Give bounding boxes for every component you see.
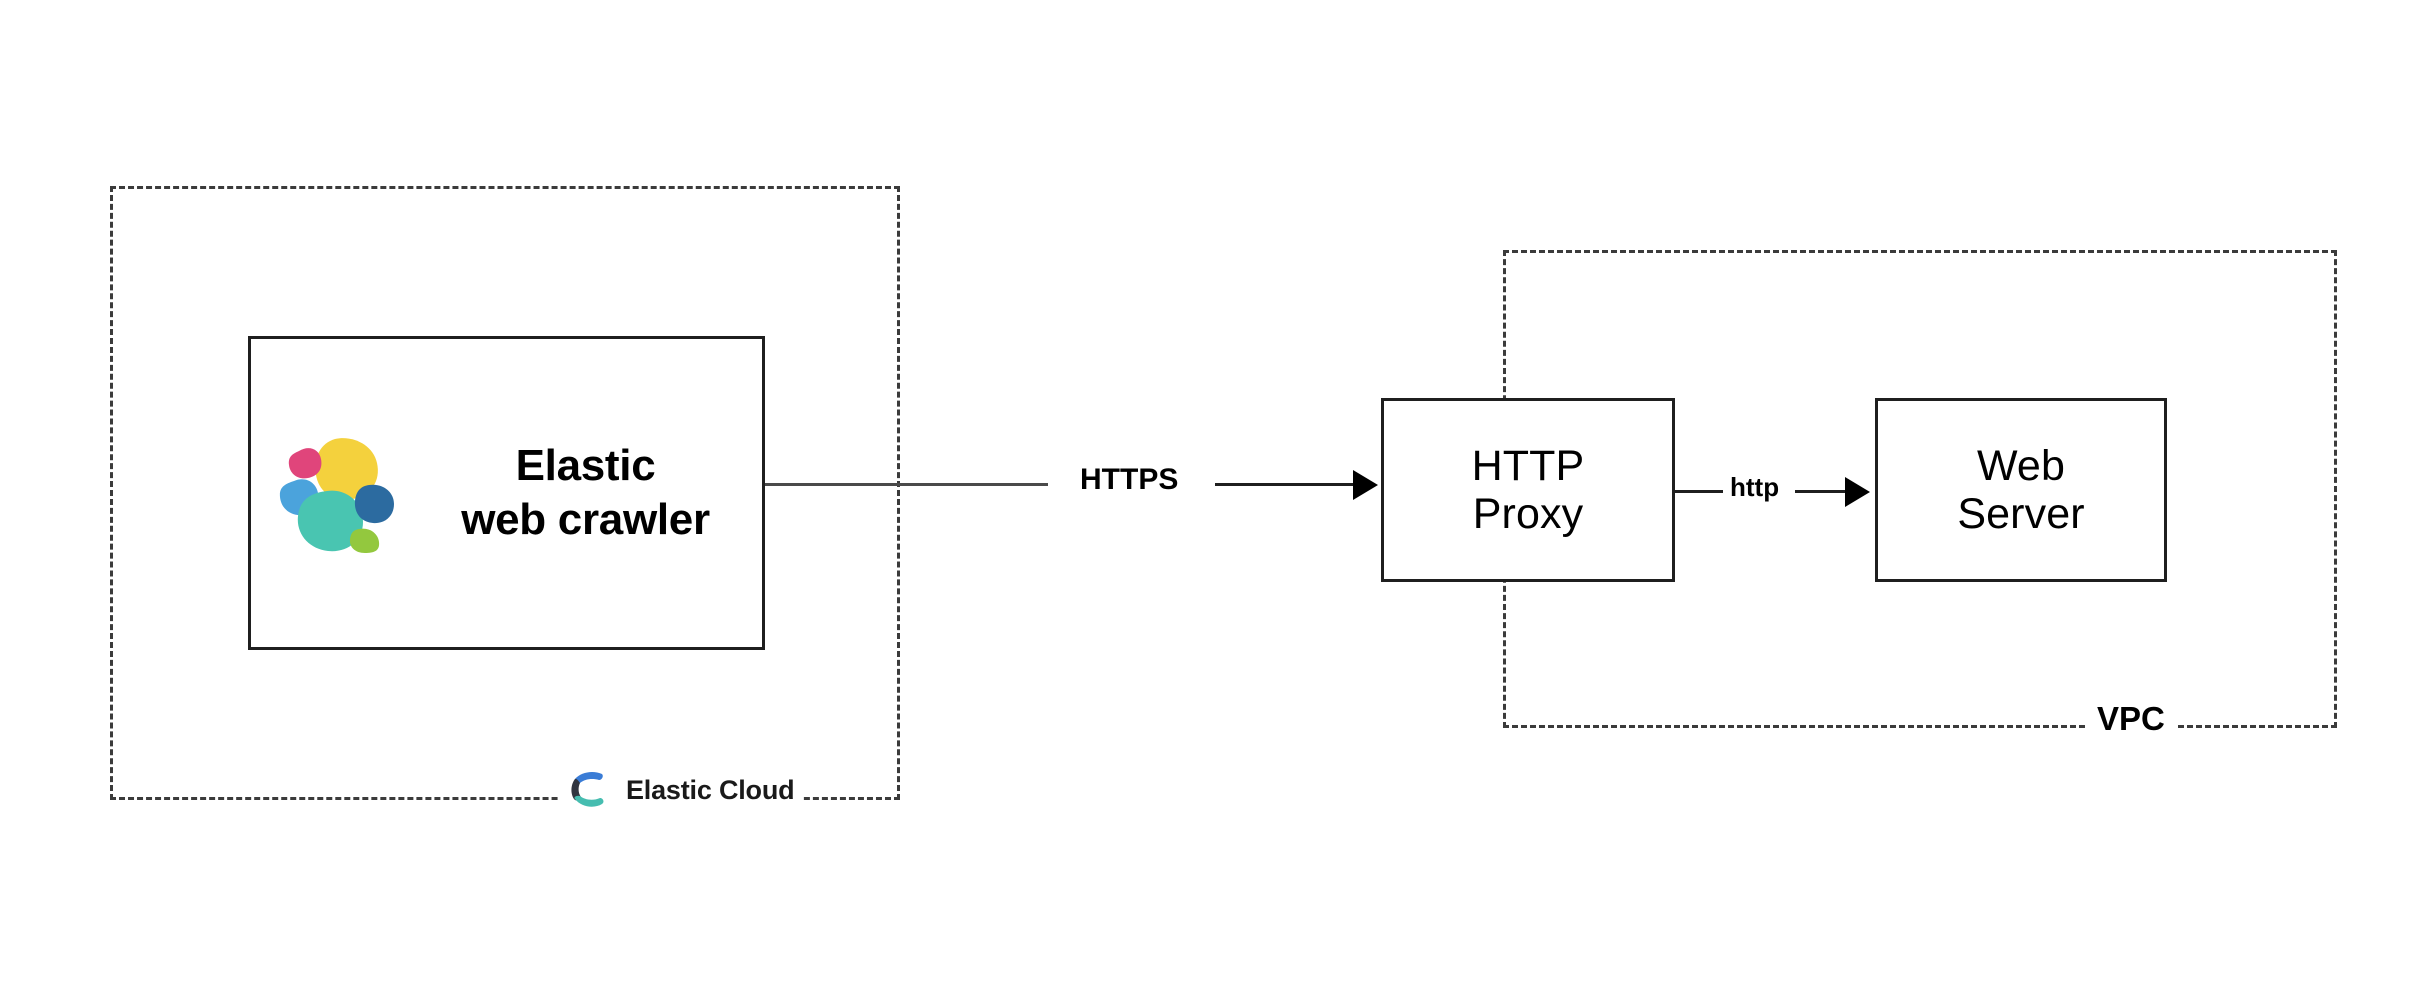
http-proxy-node[interactable]: HTTP Proxy [1381, 398, 1675, 582]
web-server-node-label: Web Server [1957, 441, 2085, 538]
elastic-cloud-boundary-label: Elastic Cloud [626, 774, 795, 805]
http-to-server-line [1795, 490, 1847, 493]
http-right-arrow-icon [1845, 477, 1870, 507]
web-server-node[interactable]: Web Server [1875, 398, 2167, 582]
http-connection-label: http [1726, 472, 1784, 503]
proxy-to-http-line [1675, 490, 1723, 493]
elastic-cloud-badge: Elastic Cloud [560, 764, 803, 816]
vpc-boundary-label: VPC [2085, 700, 2177, 738]
https-to-proxy-line [1215, 483, 1355, 486]
crawler-to-https-line [765, 483, 1048, 486]
elastic-cloud-boundary [110, 186, 900, 800]
elastic-logo-icon [275, 433, 399, 553]
https-right-arrow-icon [1353, 470, 1378, 500]
elastic-web-crawler-node[interactable]: Elastic web crawler [248, 336, 765, 650]
crawler-node-label: Elastic web crawler [461, 441, 710, 544]
elastic-cloud-logo-icon [566, 767, 612, 813]
http-proxy-node-label: HTTP Proxy [1471, 441, 1585, 538]
crawler-node-content: Elastic web crawler [251, 339, 762, 647]
https-connection-label: HTTPS [1074, 463, 1185, 497]
